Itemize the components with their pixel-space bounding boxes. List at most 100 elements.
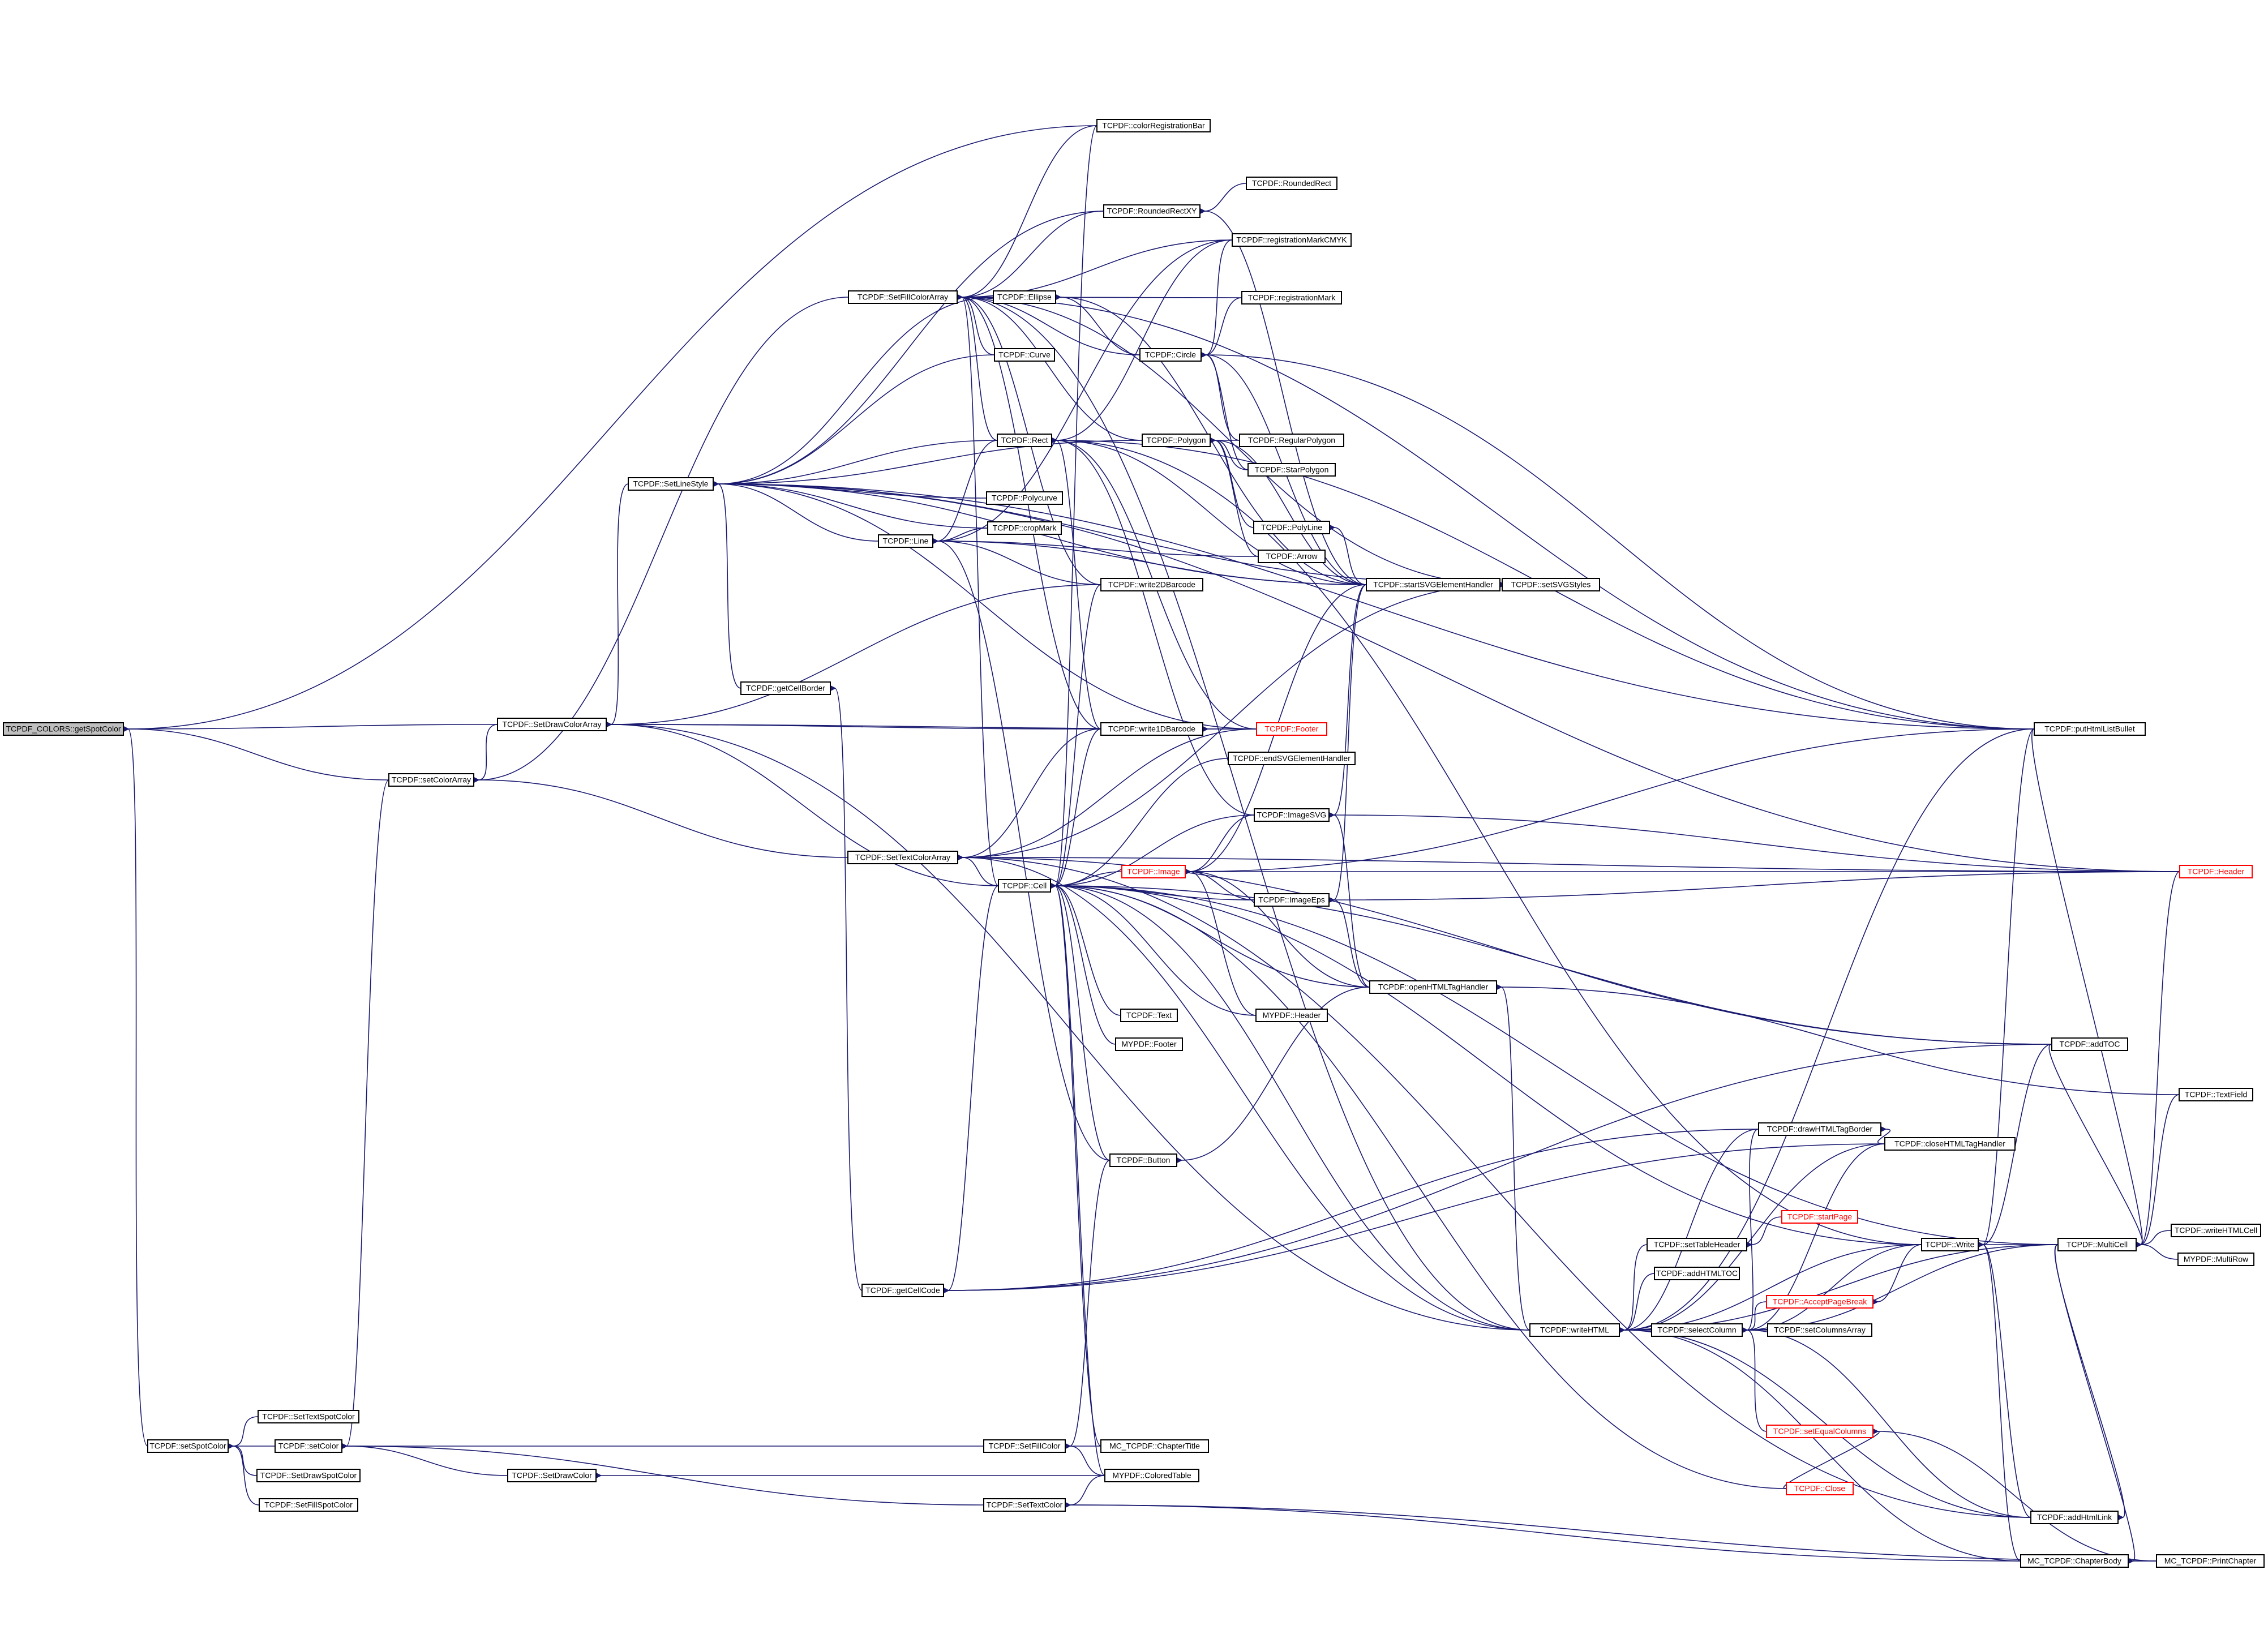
node-MultiRow[interactable]: MYPDF::MultiRow <box>2177 1253 2254 1266</box>
node-box <box>994 348 1055 362</box>
edge-Cell-to-Close <box>1055 886 1787 1489</box>
node-label: TCPDF::RegularPolygon <box>1248 436 1335 445</box>
node-MultiCell[interactable]: TCPDF::MultiCell <box>2057 1238 2137 1251</box>
node-setTableHeader[interactable]: TCPDF::setTableHeader <box>1647 1238 1747 1251</box>
node-SetTextColorArray[interactable]: TCPDF::SetTextColorArray <box>847 851 958 864</box>
edge-writeHTML-to-addHTMLTOC <box>1624 1273 1655 1330</box>
node-setSpotColor[interactable]: TCPDF::setSpotColor <box>147 1439 229 1453</box>
node-TextField[interactable]: TCPDF::TextField <box>2179 1088 2253 1101</box>
node-ImageEps[interactable]: TCPDF::ImageEps <box>1254 893 1330 907</box>
node-writeHTML[interactable]: TCPDF::writeHTML <box>1529 1323 1620 1337</box>
edge-Cell-to-ColoredTable <box>1055 886 1105 1476</box>
node-RegularPolygon[interactable]: TCPDF::RegularPolygon <box>1239 434 1344 447</box>
node-colorRegistrationBar[interactable]: TCPDF::colorRegistrationBar <box>1096 119 1211 132</box>
node-Polygon[interactable]: TCPDF::Polygon <box>1142 434 1211 447</box>
node-Cell[interactable]: TCPDF::Cell <box>998 879 1051 893</box>
node-SetDrawColorArray[interactable]: TCPDF::SetDrawColorArray <box>497 718 607 731</box>
node-RoundedRect[interactable]: TCPDF::RoundedRect <box>1246 177 1337 190</box>
node-SetDrawColor[interactable]: TCPDF::SetDrawColor <box>507 1469 597 1482</box>
edge-setSpotColor-to-SetDrawSpotColor <box>233 1446 258 1476</box>
edge-ChapterBody-to-MultiCell <box>2055 1244 2136 1561</box>
node-SetLineStyle[interactable]: TCPDF::SetLineStyle <box>628 477 714 491</box>
node-label: TCPDF::Arrow <box>1266 552 1318 561</box>
edge-getCellBorder-to-getCellCode <box>835 688 863 1291</box>
node-registrationMark[interactable]: TCPDF::registrationMark <box>1241 291 1342 305</box>
node-addHTMLTOC[interactable]: TCPDF::addHTMLTOC <box>1654 1267 1740 1280</box>
node-box <box>993 290 1056 304</box>
node-setSVGStyles[interactable]: TCPDF::setSVGStyles <box>1502 578 1600 591</box>
edge-drawHTMLTagBorder-to-closeHTMLTagHandler <box>1877 1129 1890 1144</box>
node-Circle[interactable]: TCPDF::Circle <box>1139 348 1202 362</box>
node-startSVGElementHandler[interactable]: TCPDF::startSVGElementHandler <box>1366 578 1500 591</box>
node-putHtmlListBullet[interactable]: TCPDF::putHtmlListBullet <box>2034 722 2146 736</box>
node-registrationMarkCMYK[interactable]: TCPDF::registrationMarkCMYK <box>1232 233 1352 247</box>
node-selectColumn[interactable]: TCPDF::selectColumn <box>1651 1323 1743 1337</box>
node-Header[interactable]: TCPDF::Header <box>2179 865 2253 878</box>
node-getCellBorder[interactable]: TCPDF::getCellBorder <box>740 681 831 695</box>
node-StarPolygon[interactable]: TCPDF::StarPolygon <box>1247 463 1336 477</box>
node-setColorArray[interactable]: TCPDF::setColorArray <box>388 773 474 787</box>
node-MYPDFFooter[interactable]: MYPDF::Footer <box>1115 1037 1183 1051</box>
node-setColor[interactable]: TCPDF::setColor <box>275 1439 342 1453</box>
node-addTOC[interactable]: TCPDF::addTOC <box>2051 1037 2128 1051</box>
node-box <box>3 722 124 736</box>
node-label: TCPDF::Curve <box>998 350 1051 359</box>
node-SetTextSpotColor[interactable]: TCPDF::SetTextSpotColor <box>258 1410 359 1423</box>
node-SetFillColorArray[interactable]: TCPDF::SetFillColorArray <box>848 290 958 304</box>
node-addHtmlLink[interactable]: TCPDF::addHtmlLink <box>2030 1511 2119 1524</box>
node-openHTMLTagHandler[interactable]: TCPDF::openHTMLTagHandler <box>1369 980 1497 994</box>
node-getSpotColor[interactable]: TCPDF_COLORS::getSpotColor <box>3 722 124 736</box>
node-Rect[interactable]: TCPDF::Rect <box>997 434 1052 447</box>
node-ImageSVG[interactable]: TCPDF::ImageSVG <box>1254 808 1330 822</box>
node-write2DBarcode[interactable]: TCPDF::write2DBarcode <box>1100 578 1203 591</box>
node-Button[interactable]: TCPDF::Button <box>1109 1153 1177 1167</box>
node-label: TCPDF::registrationMarkCMYK <box>1236 235 1347 245</box>
node-writeHTMLCell[interactable]: TCPDF::writeHTMLCell <box>2171 1224 2261 1237</box>
node-Footer[interactable]: TCPDF::Footer <box>1256 722 1327 736</box>
node-ChapterBody[interactable]: MC_TCPDF::ChapterBody <box>2020 1554 2129 1568</box>
node-SetFillSpotColor[interactable]: TCPDF::SetFillSpotColor <box>259 1498 358 1512</box>
node-box <box>1781 1210 1858 1224</box>
node-Text[interactable]: TCPDF::Text <box>1120 1009 1178 1022</box>
node-ColoredTable[interactable]: MYPDF::ColoredTable <box>1104 1469 1199 1482</box>
node-box <box>1647 1238 1747 1251</box>
node-label: MYPDF::Footer <box>1121 1040 1177 1049</box>
node-SetFillColor[interactable]: TCPDF::SetFillColor <box>983 1439 1066 1453</box>
node-ChapterTitle[interactable]: MC_TCPDF::ChapterTitle <box>1100 1439 1209 1453</box>
edge-Circle-to-registrationMark <box>1206 297 1242 355</box>
node-SetTextColor[interactable]: TCPDF::SetTextColor <box>983 1498 1066 1512</box>
node-Close[interactable]: TCPDF::Close <box>1786 1482 1854 1495</box>
node-setEqualColumns[interactable]: TCPDF::setEqualColumns <box>1766 1425 1873 1438</box>
node-Line[interactable]: TCPDF::Line <box>878 534 933 548</box>
node-box <box>1766 1425 1873 1438</box>
node-label: TCPDF::addHTMLTOC <box>1656 1269 1738 1278</box>
node-label: TCPDF::drawHTMLTagBorder <box>1767 1125 1873 1134</box>
node-Curve[interactable]: TCPDF::Curve <box>994 348 1055 362</box>
node-cropMark[interactable]: TCPDF::cropMark <box>987 521 1062 535</box>
node-Arrow[interactable]: TCPDF::Arrow <box>1258 550 1326 563</box>
node-PrintChapter[interactable]: MC_TCPDF::PrintChapter <box>2156 1554 2265 1568</box>
node-Image[interactable]: TCPDF::Image <box>1121 865 1186 878</box>
node-SetDrawSpotColor[interactable]: TCPDF::SetDrawSpotColor <box>256 1469 361 1482</box>
node-Polycurve[interactable]: TCPDF::Polycurve <box>986 491 1063 505</box>
edge-Cell-to-Write <box>1055 886 1922 1245</box>
node-Write[interactable]: TCPDF::Write <box>1921 1238 1979 1251</box>
edge-Image-to-putHtmlListBullet <box>1190 728 2035 872</box>
node-Ellipse[interactable]: TCPDF::Ellipse <box>993 290 1056 304</box>
edge-SetFillColorArray-to-Polygon <box>962 297 1143 441</box>
node-RoundedRectXY[interactable]: TCPDF::RoundedRectXY <box>1103 204 1201 218</box>
node-getCellCode[interactable]: TCPDF::getCellCode <box>861 1284 944 1297</box>
node-startPage[interactable]: TCPDF::startPage <box>1781 1210 1858 1224</box>
node-MYPDFHeader[interactable]: MYPDF::Header <box>1255 1009 1328 1022</box>
node-endSVGElementHandler[interactable]: TCPDF::endSVGElementHandler <box>1228 752 1356 765</box>
edge-Polygon-to-startSVGElementHandler <box>1215 440 1367 585</box>
node-label: TCPDF::closeHTMLTagHandler <box>1894 1139 2005 1148</box>
node-label: TCPDF::Line <box>883 537 929 546</box>
node-AcceptPageBreak[interactable]: TCPDF::AcceptPageBreak <box>1766 1295 1873 1309</box>
node-closeHTMLTagHandler[interactable]: TCPDF::closeHTMLTagHandler <box>1884 1137 2016 1151</box>
node-box <box>275 1439 342 1453</box>
node-PolyLine[interactable]: TCPDF::PolyLine <box>1253 521 1330 534</box>
node-setColumnsArray[interactable]: TCPDF::setColumnsArray <box>1767 1323 1872 1337</box>
node-drawHTMLTagBorder[interactable]: TCPDF::drawHTMLTagBorder <box>1758 1122 1881 1136</box>
node-write1DBarcode[interactable]: TCPDF::write1DBarcode <box>1100 722 1203 736</box>
